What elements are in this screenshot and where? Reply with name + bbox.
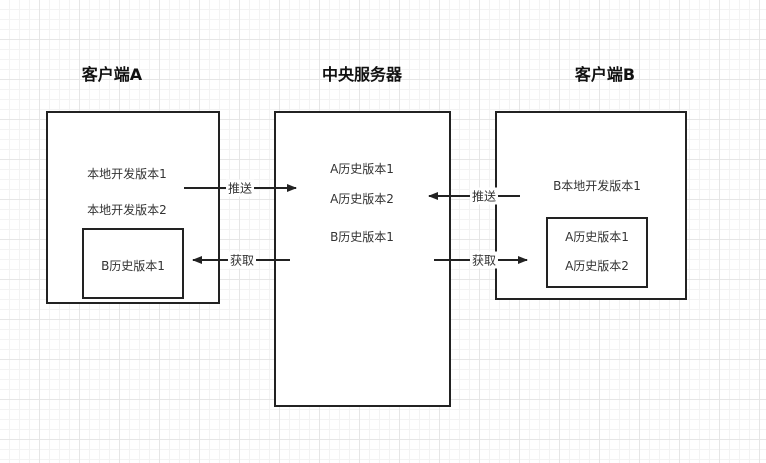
client-b-item-1: B本地开发版本1 [553, 179, 641, 193]
client-a-item-2: 本地开发版本2 [87, 203, 167, 217]
client-b-inner-item-1: A历史版本1 [565, 230, 629, 244]
server-title: 中央服务器 [321, 65, 403, 84]
client-a-inner-item-1: B历史版本1 [101, 259, 165, 273]
server-item-3: B历史版本1 [330, 230, 394, 244]
client-b-inner-box [546, 217, 648, 288]
client-a-push-label: 推送 [225, 179, 255, 197]
client-a-title: 客户端A [81, 65, 143, 84]
server-item-2: A历史版本2 [330, 192, 394, 206]
server-item-1: A历史版本1 [330, 162, 394, 176]
client-b-inner-item-2: A历史版本2 [565, 259, 629, 273]
client-a-item-1: 本地开发版本1 [87, 167, 167, 181]
client-b-fetch-label: 获取 [469, 251, 499, 269]
client-b-push-label: 推送 [469, 187, 499, 205]
client-a-fetch-label: 获取 [227, 251, 257, 269]
client-a-inner-box [82, 228, 184, 299]
client-b-title: 客户端B [574, 65, 636, 84]
